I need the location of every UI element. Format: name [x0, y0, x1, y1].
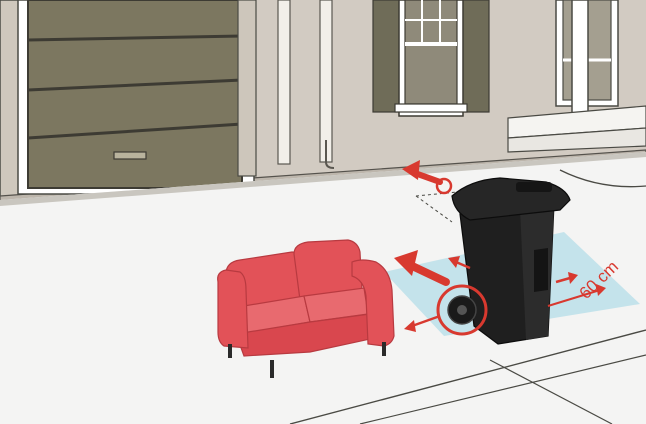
garage-door	[18, 0, 256, 194]
house-window	[373, 0, 489, 116]
